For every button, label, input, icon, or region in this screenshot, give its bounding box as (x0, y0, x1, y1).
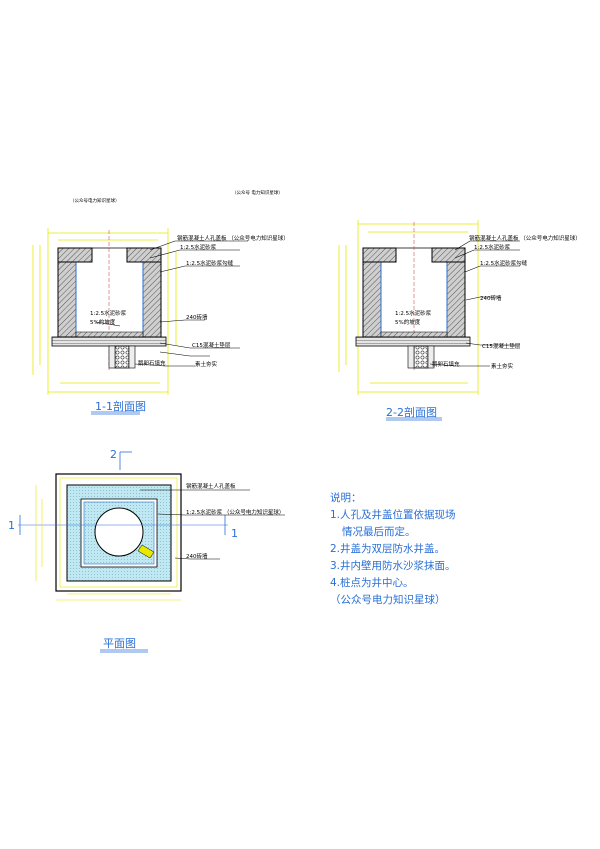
notes-heading: 说明： (330, 492, 362, 504)
section11-label-slope: 5%的坡度 (90, 318, 116, 326)
plan-title: 平面图 (103, 637, 136, 650)
section11-label-mortar-pointing: 1:2.5水泥砂浆勾缝 (186, 259, 234, 267)
section11-label-mortar-inner: 1:2.5水泥砂浆 (90, 309, 127, 317)
plan-view-drawing (18, 451, 285, 653)
section11-label-brick: 240砖墙 (186, 313, 208, 321)
section-2-2-drawing (338, 220, 520, 421)
plan-label-mortar: 1:2.5水泥砂浆 （公众号电力知识星球） (186, 508, 284, 516)
note-item-5: （公众号电力知识星球） (330, 594, 446, 606)
section22-title: 2-2剖面图 (386, 405, 437, 419)
section-1-1-drawing (32, 228, 248, 415)
section11-label-c15: C15混凝土垫层 (192, 341, 231, 349)
section22-label-soil: 素土夯实 (491, 362, 514, 370)
section22-label-mortar-inner: 1:2.5水泥砂浆 (395, 309, 432, 317)
note-item-2: 2.井盖为双层防水井盖。 (330, 543, 446, 555)
note-item-1: 1.人孔及井盖位置依据现场 (330, 509, 456, 521)
section22-label-gravel: 鹅卵石填充 (432, 360, 460, 368)
section22-label-slope: 5%的坡度 (395, 318, 421, 326)
section22-label-brick: 240砖墙 (480, 294, 502, 302)
section11-label-mortar: 1:2.5水泥砂浆 (180, 243, 217, 251)
header-center-note: （公众号 电力知识星球） (232, 189, 283, 196)
section22-label-c15: C15混凝土垫层 (482, 342, 521, 350)
note-item-1-cont: 情况最后而定。 (342, 526, 416, 538)
section11-label-lid: 钢筋混凝土人孔盖板 （公众号电力知识星球） (177, 234, 289, 242)
section22-label-lid: 钢筋混凝土人孔盖板 （公众号电力知识星球） (469, 234, 581, 242)
section22-label-mortar-pointing: 1:2.5水泥砂浆勾缝 (480, 259, 528, 267)
notes-block: 说明： 1.人孔及井盖位置依据现场 情况最后而定。 2.井盖为双层防水井盖。 3… (330, 490, 500, 609)
plan-section-mark-2: 2 (110, 448, 117, 461)
plan-label-brick: 240砖墙 (186, 552, 208, 560)
plan-section-mark-1-right: 1 (231, 527, 238, 540)
section11-label-soil: 素土夯实 (195, 360, 218, 368)
note-item-4: 4.桩点为井中心。 (330, 577, 414, 589)
section22-label-mortar: 1:2.5水泥砂浆 (474, 243, 511, 251)
section11-label-gravel: 鹅卵石填充 (138, 359, 166, 367)
note-item-3: 3.井内壁用防水沙浆抹面。 (330, 560, 456, 572)
plan-section-mark-1-left: 1 (8, 519, 15, 532)
plan-label-lid: 钢筋混凝土人孔盖板 (186, 482, 236, 490)
header-left-note: （公众号电力知识星球） (70, 197, 120, 204)
section11-title: 1-1剖面图 (95, 399, 146, 413)
